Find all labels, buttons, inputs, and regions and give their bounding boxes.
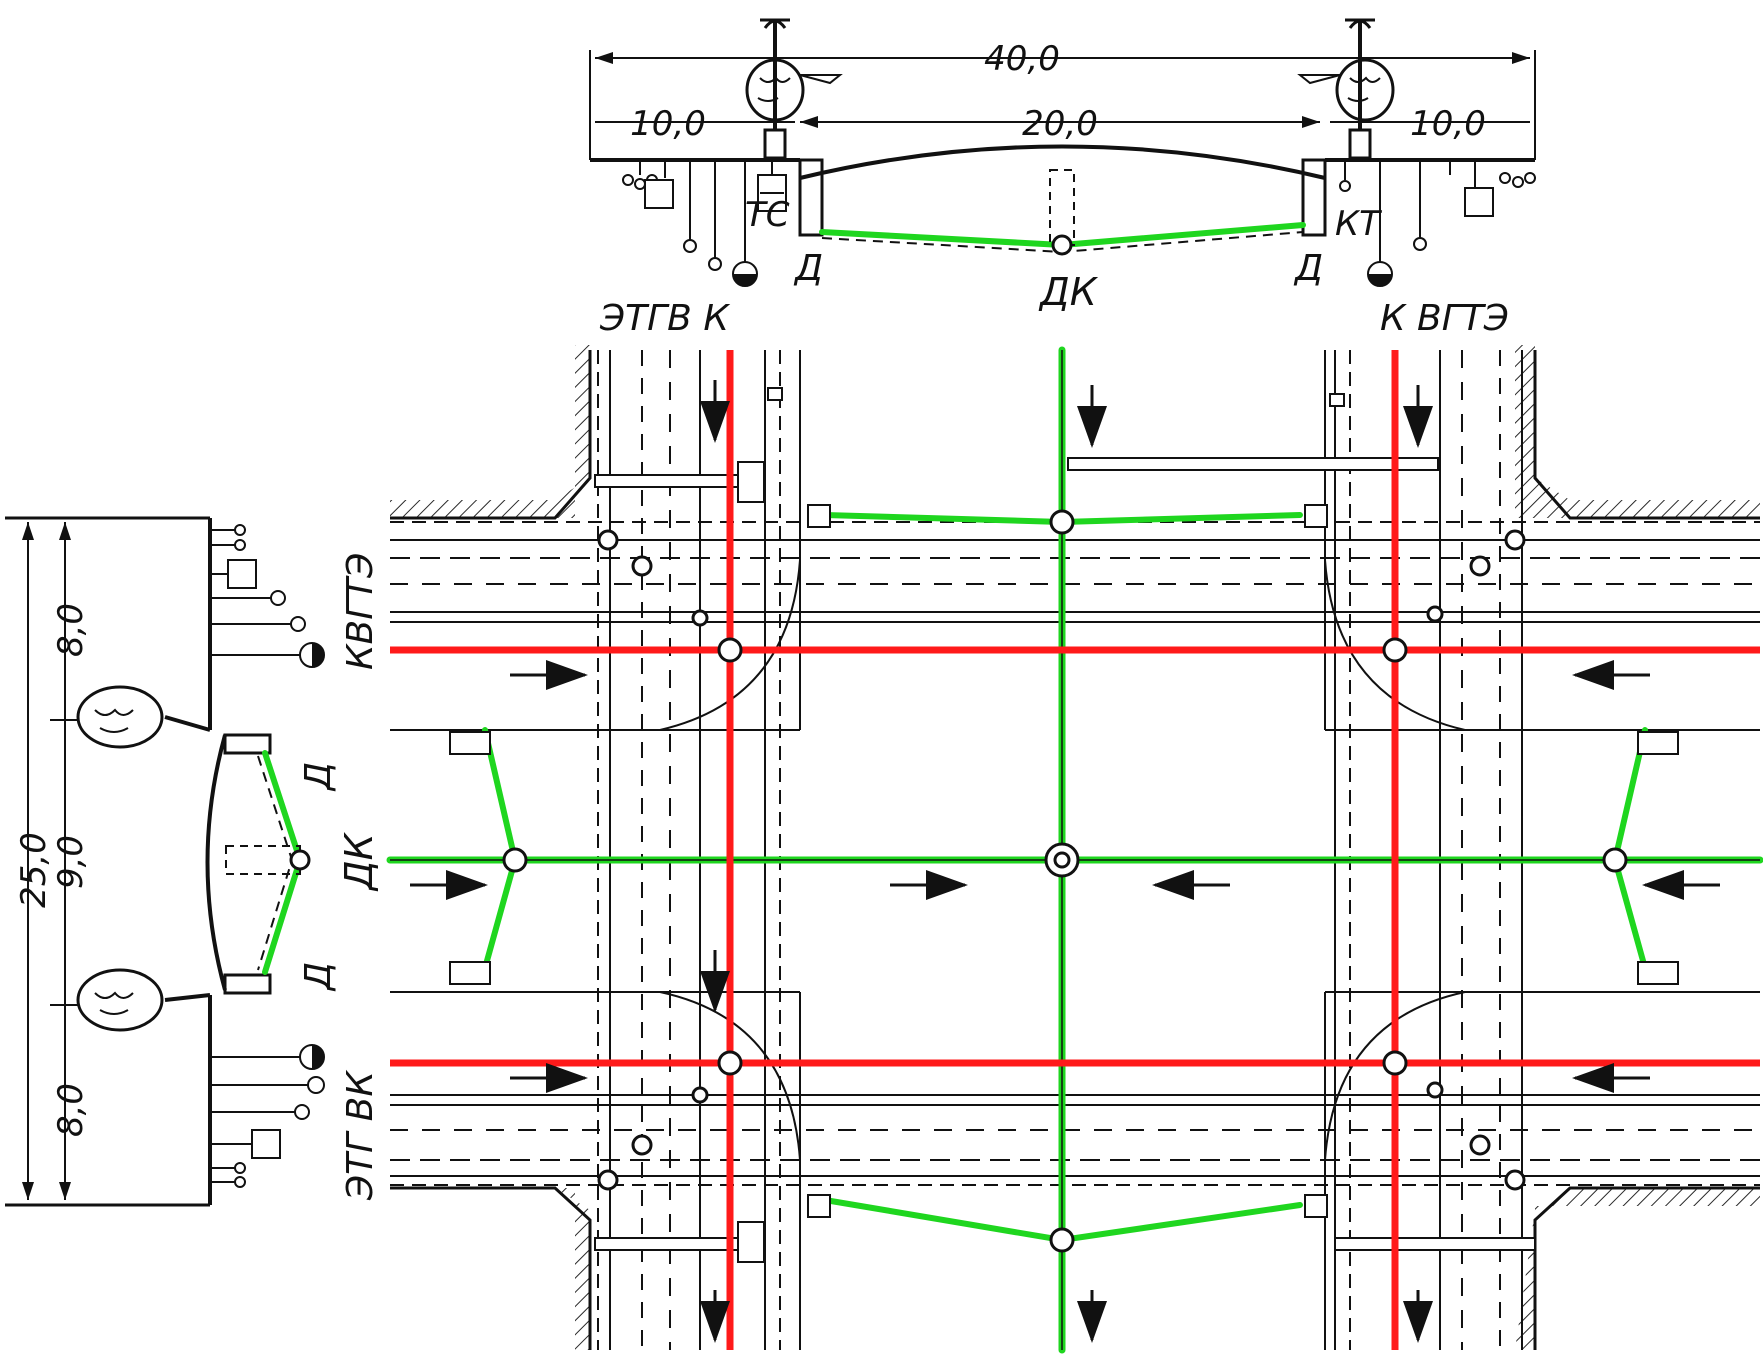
connector-north [1067, 457, 1439, 471]
label-ts: ТС [745, 195, 790, 235]
manhole-icon [1469, 1134, 1491, 1156]
dim-left-label: 10,0 [630, 104, 706, 144]
tree-icon [76, 685, 164, 749]
curb-left [798, 158, 824, 237]
boundary-se [1533, 1186, 1760, 1350]
manhole-icon [1504, 1169, 1526, 1191]
boundary-nw [390, 350, 592, 520]
utility-band-north [390, 521, 1760, 623]
utilities-right-label: К ВГТЭ [1380, 298, 1509, 339]
left-label-dk: ДК [337, 831, 381, 892]
top-cross-section: 40,0 10,0 20,0 10,0 [589, 18, 1536, 339]
left-drain-node [289, 849, 311, 871]
left-road-crown [205, 734, 227, 991]
label-d-right: Д [1293, 248, 1323, 289]
utilities-left-label: ЭТГВ К [599, 298, 730, 339]
label-kt: КТ [1335, 204, 1382, 244]
left-cross-section: 25,0 8,0 9,0 8,0 [5, 516, 381, 1207]
cable-box-icon [1329, 393, 1345, 407]
utility-band-east [1334, 350, 1523, 1350]
manhole-icon [1426, 1081, 1444, 1099]
boundary-sw [390, 1186, 592, 1350]
street-lamp-icon [1297, 18, 1375, 160]
dim-center-label: 20,0 [1022, 104, 1098, 144]
utility-band-south [390, 1094, 1760, 1186]
manhole-icon [502, 847, 528, 873]
drain-collector-node [1051, 234, 1073, 256]
manhole-icon [717, 1050, 743, 1076]
connector-se [1334, 1237, 1536, 1251]
left-dim-top: 8,0 [51, 603, 91, 657]
road-crown [799, 144, 1326, 180]
street-lamp-icon [760, 18, 843, 160]
inlet-grates [449, 504, 1679, 1218]
manhole-icon [1469, 555, 1491, 577]
utility-lines-left [622, 160, 787, 287]
cable-box-icon [767, 387, 783, 401]
corner-hatch-se [1515, 1188, 1760, 1350]
left-dim-middle: 9,0 [51, 835, 91, 889]
left-utilities-top [210, 524, 325, 668]
corner-hatch-nw [390, 345, 590, 518]
traffic-arrows [410, 380, 1720, 1343]
intersection-plan [386, 345, 1763, 1354]
left-utilities-bottom-label: ЭТГ ВК [340, 1070, 381, 1201]
left-label-d-top: Д [298, 762, 339, 792]
cable-box-icon [1464, 187, 1494, 217]
manhole-icon [631, 555, 653, 577]
manhole-icon [631, 1134, 653, 1156]
manhole-icon [1382, 1050, 1408, 1076]
manhole-icon [1504, 529, 1526, 551]
manhole-icon [691, 1086, 709, 1104]
manhole-icon [717, 637, 743, 663]
left-label-d-bottom: Д [298, 962, 339, 992]
manhole-nodes [502, 509, 1628, 1253]
manhole-icon [691, 609, 709, 627]
cable-box-icon [251, 1129, 281, 1159]
corner-hatch-ne [1515, 345, 1760, 518]
label-d-left: Д [793, 248, 823, 289]
corner-hatch-sw [390, 1188, 590, 1350]
boundary-ne [1533, 350, 1760, 520]
dim-right-label: 10,0 [1410, 104, 1486, 144]
left-utilities-top-label: КВГТЭ [340, 553, 381, 670]
cable-box-icon [227, 559, 257, 589]
left-curb-bottom [223, 973, 272, 995]
left-dim-bottom: 8,0 [51, 1083, 91, 1137]
manhole-icon [1602, 847, 1628, 873]
drain-shaft-top [1049, 169, 1075, 246]
manhole-icon [1382, 637, 1408, 663]
left-dim-total: 25,0 [14, 832, 54, 908]
curb-right [1301, 158, 1327, 237]
manhole-icon [597, 1169, 619, 1191]
manhole-icon [1049, 1227, 1075, 1253]
tree-icon [1335, 58, 1395, 122]
sewer-network [390, 350, 1760, 1350]
dim-total-label: 40,0 [984, 39, 1060, 79]
left-utilities-bottom [210, 1044, 325, 1188]
cable-box-icon [737, 461, 765, 503]
left-curb-top [223, 733, 272, 755]
tree-icon [76, 968, 164, 1032]
manhole-icon [1049, 509, 1075, 535]
cable-box-icon [644, 179, 674, 209]
manhole-icon [1053, 851, 1071, 869]
manhole-icon [1426, 605, 1444, 623]
manhole-icon [597, 529, 619, 551]
label-dk-top: ДК [1038, 270, 1099, 314]
utility-lines-right [1339, 160, 1536, 287]
cable-box-icon [737, 1221, 765, 1263]
